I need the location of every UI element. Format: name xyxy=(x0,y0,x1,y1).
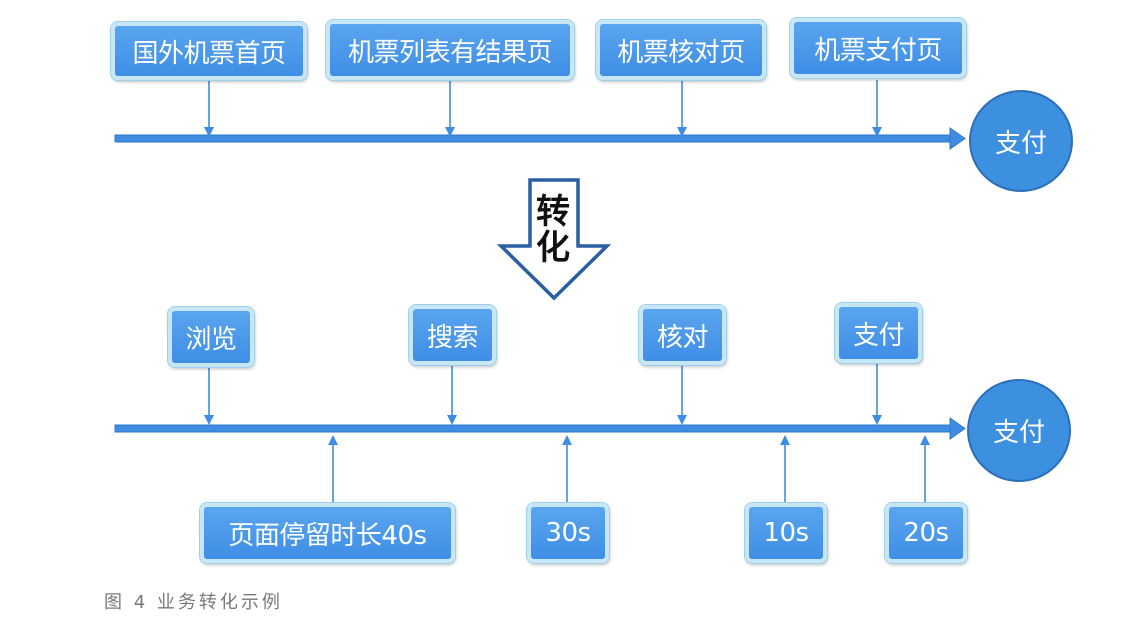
top-step-box-3: 机票核对页 xyxy=(596,20,766,80)
bottom-end-circle: 支付 xyxy=(967,379,1071,482)
top-timeline xyxy=(114,134,956,143)
duration-box-3: 10s xyxy=(745,503,827,563)
bottom-timeline xyxy=(114,424,956,433)
duration-box-2: 30s xyxy=(527,503,609,563)
duration-box-1: 页面停留时长40s xyxy=(200,503,455,563)
convert-arrow xyxy=(496,178,612,301)
top-timeline-arrowhead xyxy=(949,127,966,150)
bottom-step-box-4: 支付 xyxy=(835,303,922,363)
convert-label: 转 化 xyxy=(536,192,570,268)
bottom-step-box-2: 搜索 xyxy=(409,305,496,365)
bottom-step-box-1: 浏览 xyxy=(168,307,254,367)
top-end-circle: 支付 xyxy=(969,90,1073,192)
duration-box-4: 20s xyxy=(885,503,967,563)
top-step-box-2: 机票列表有结果页 xyxy=(326,20,574,80)
figure-caption: 图 4 业务转化示例 xyxy=(104,592,283,613)
bottom-timeline-arrowhead xyxy=(949,417,966,440)
bottom-step-box-3: 核对 xyxy=(639,305,726,365)
top-step-box-1: 国外机票首页 xyxy=(111,22,307,80)
top-step-box-4: 机票支付页 xyxy=(790,18,966,78)
